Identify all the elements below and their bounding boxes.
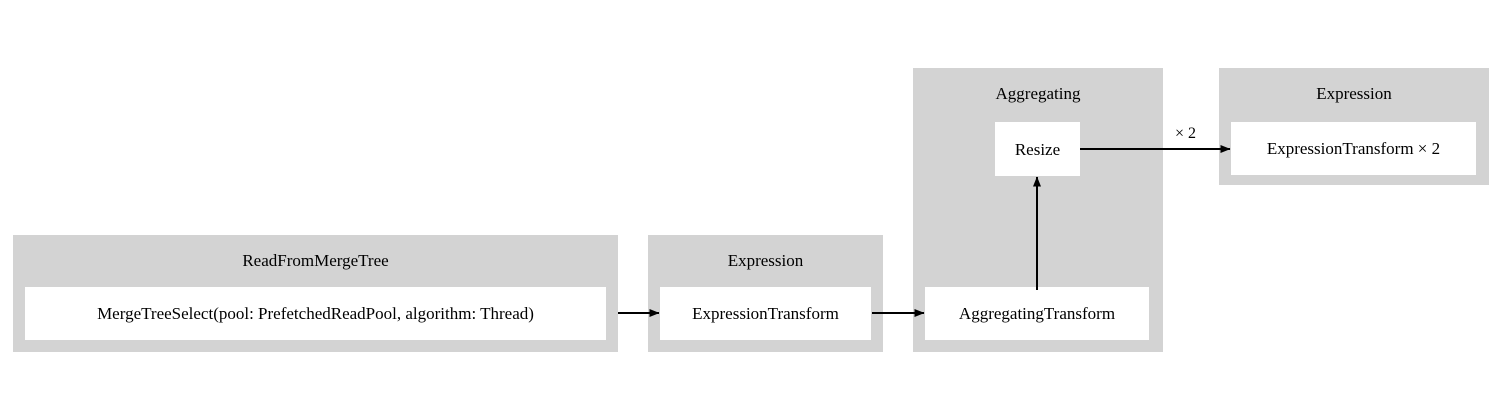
- cluster-title-read-from-merge-tree: ReadFromMergeTree: [242, 251, 389, 270]
- cluster-title-expression-1: Expression: [727, 251, 804, 270]
- node-expression-transform[interactable]: ExpressionTransform: [660, 287, 871, 340]
- cluster-title-aggregating: Aggregating: [995, 84, 1081, 103]
- node-aggregating-transform[interactable]: AggregatingTransform: [925, 287, 1149, 340]
- cluster-expression-2[interactable]: Expression ExpressionTransform × 2: [1219, 68, 1489, 185]
- node-resize[interactable]: Resize: [995, 122, 1080, 176]
- cluster-title-expression-2: Expression: [1316, 84, 1392, 103]
- node-merge-tree-select[interactable]: MergeTreeSelect(pool: PrefetchedReadPool…: [25, 287, 606, 340]
- edge-label-resize-to-expression-transform-x2: × 2: [1175, 125, 1197, 142]
- cluster-read-from-merge-tree[interactable]: ReadFromMergeTree MergeTreeSelect(pool: …: [13, 235, 618, 352]
- node-expression-transform-x2[interactable]: ExpressionTransform × 2: [1231, 122, 1476, 175]
- cluster-expression-1[interactable]: Expression ExpressionTransform: [648, 235, 883, 352]
- cluster-aggregating[interactable]: Aggregating Resize AggregatingTransform: [913, 68, 1163, 352]
